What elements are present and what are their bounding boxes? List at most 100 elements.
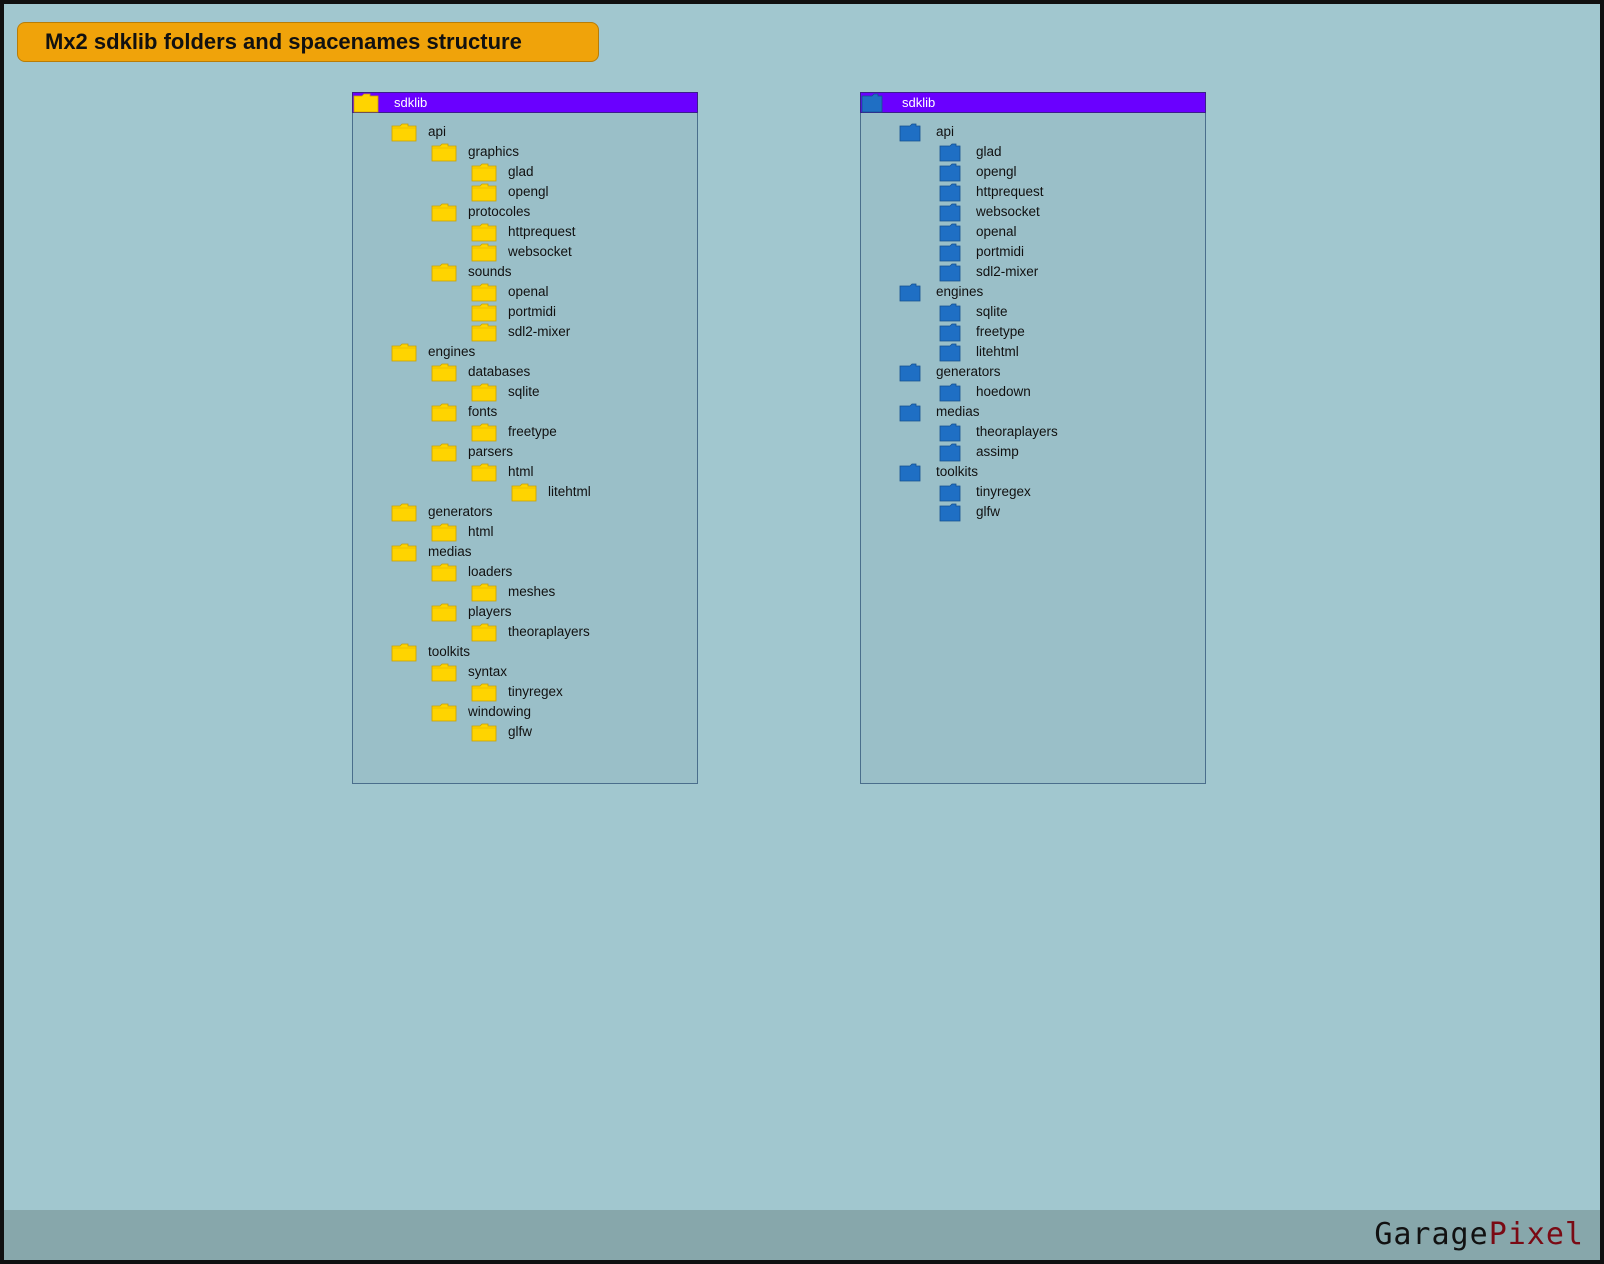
folder-icon — [431, 443, 457, 462]
tree-item-label: graphics — [468, 144, 520, 159]
tree-item-label: engines — [936, 284, 984, 299]
folders-panel-header: sdklib — [352, 92, 698, 113]
namespaces-panel-header: sdklib — [860, 92, 1206, 113]
folder-icon — [431, 563, 457, 582]
tree-item-label: portmidi — [976, 244, 1025, 259]
tree-item-label: theoraplayers — [508, 624, 590, 639]
namespaces-panel-title: sdklib — [902, 95, 936, 110]
tree-item-label: api — [428, 124, 447, 139]
namespace-folder-icon — [899, 363, 921, 382]
tree-item-label: tinyregex — [508, 684, 563, 699]
namespace-folder-icon — [899, 463, 921, 482]
tree-item-label: freetype — [976, 324, 1025, 339]
tree-item-label: toolkits — [936, 464, 979, 479]
brand-logo: GaragePixel — [1374, 1218, 1584, 1252]
folder-icon — [431, 363, 457, 382]
folder-icon — [391, 123, 417, 142]
namespace-folder-icon — [939, 263, 961, 282]
namespace-folder-icon — [939, 203, 961, 222]
folder-icon — [471, 163, 497, 182]
folder-icon — [353, 93, 379, 113]
tree-item-label: engines — [428, 344, 476, 359]
folder-icon — [431, 603, 457, 622]
tree-item-label: litehtml — [548, 484, 591, 499]
tree-item-label: players — [468, 604, 512, 619]
folder-icon — [431, 263, 457, 282]
tree-item-label: websocket — [508, 244, 572, 259]
tree-item-label: tinyregex — [976, 484, 1031, 499]
tree-item-label: opengl — [976, 164, 1017, 179]
folder-icon — [471, 683, 497, 702]
folder-icon — [511, 483, 537, 502]
namespace-folder-icon — [939, 483, 961, 502]
folder-icon — [471, 183, 497, 202]
folder-icon — [431, 143, 457, 162]
tree-item-label: medias — [936, 404, 980, 419]
folder-icon — [471, 463, 497, 482]
tree-item-label: windowing — [468, 704, 532, 719]
tree-item-label: parsers — [468, 444, 514, 459]
tree-item-label: syntax — [468, 664, 508, 679]
folder-icon — [471, 223, 497, 242]
namespace-folder-icon — [939, 343, 961, 362]
tree-item-label: sqlite — [976, 304, 1008, 319]
namespace-folder-icon — [939, 163, 961, 182]
tree-item-label: sdl2-mixer — [976, 264, 1039, 279]
namespace-folder-icon — [899, 403, 921, 422]
tree-item-label: sdl2-mixer — [508, 324, 571, 339]
tree-item-label: websocket — [976, 204, 1040, 219]
tree-item-label: generators — [428, 504, 493, 519]
tree-item-label: fonts — [468, 404, 498, 419]
folder-icon — [471, 423, 497, 442]
tree-item-label: openal — [976, 224, 1017, 239]
tree-item-label: glad — [508, 164, 534, 179]
folder-icon — [391, 343, 417, 362]
namespace-folder-icon — [861, 93, 883, 113]
tree-item-label: toolkits — [428, 644, 471, 659]
tree-item-label: html — [508, 464, 534, 479]
folder-icon — [471, 243, 497, 262]
namespace-folder-icon — [899, 123, 921, 142]
tree-item-label: glfw — [508, 724, 533, 739]
tree-item-label: api — [936, 124, 955, 139]
tree-item-label: freetype — [508, 424, 557, 439]
tree-item-label: protocoles — [468, 204, 531, 219]
tree-item-label: hoedown — [976, 384, 1031, 399]
folder-icon — [471, 323, 497, 342]
namespace-folder-icon — [939, 183, 961, 202]
namespace-folder-icon — [939, 443, 961, 462]
tree-item-label: httprequest — [976, 184, 1044, 199]
brand-text-pixel: Pixel — [1488, 1217, 1584, 1252]
namespace-folder-icon — [939, 223, 961, 242]
namespace-folder-icon — [939, 303, 961, 322]
tree-item-label: glfw — [976, 504, 1001, 519]
namespace-folder-icon — [939, 503, 961, 522]
namespace-folder-icon — [939, 143, 961, 162]
folder-icon — [391, 643, 417, 662]
namespace-folder-icon — [939, 423, 961, 442]
folder-icon — [471, 583, 497, 602]
folder-icon — [431, 523, 457, 542]
tree-item-label: generators — [936, 364, 1001, 379]
tree-item-label: html — [468, 524, 494, 539]
brand-text-garage: Garage — [1374, 1217, 1489, 1252]
diagram-title: Mx2 sdklib folders and spacenames struct… — [17, 22, 599, 62]
folder-icon — [431, 663, 457, 682]
tree-item-label: sqlite — [508, 384, 540, 399]
tree-item-label: openal — [508, 284, 549, 299]
folder-icon — [391, 543, 417, 562]
folder-icon — [431, 203, 457, 222]
tree-item-label: medias — [428, 544, 472, 559]
tree-item-label: litehtml — [976, 344, 1019, 359]
folder-icon — [391, 503, 417, 522]
folder-icon — [471, 383, 497, 402]
folders-panel-title: sdklib — [394, 95, 428, 110]
namespace-folder-icon — [939, 323, 961, 342]
folder-icon — [471, 303, 497, 322]
namespace-folder-icon — [939, 383, 961, 402]
tree-item-label: assimp — [976, 444, 1019, 459]
footer-bar: GaragePixel — [4, 1210, 1600, 1260]
tree-item-label: loaders — [468, 564, 513, 579]
